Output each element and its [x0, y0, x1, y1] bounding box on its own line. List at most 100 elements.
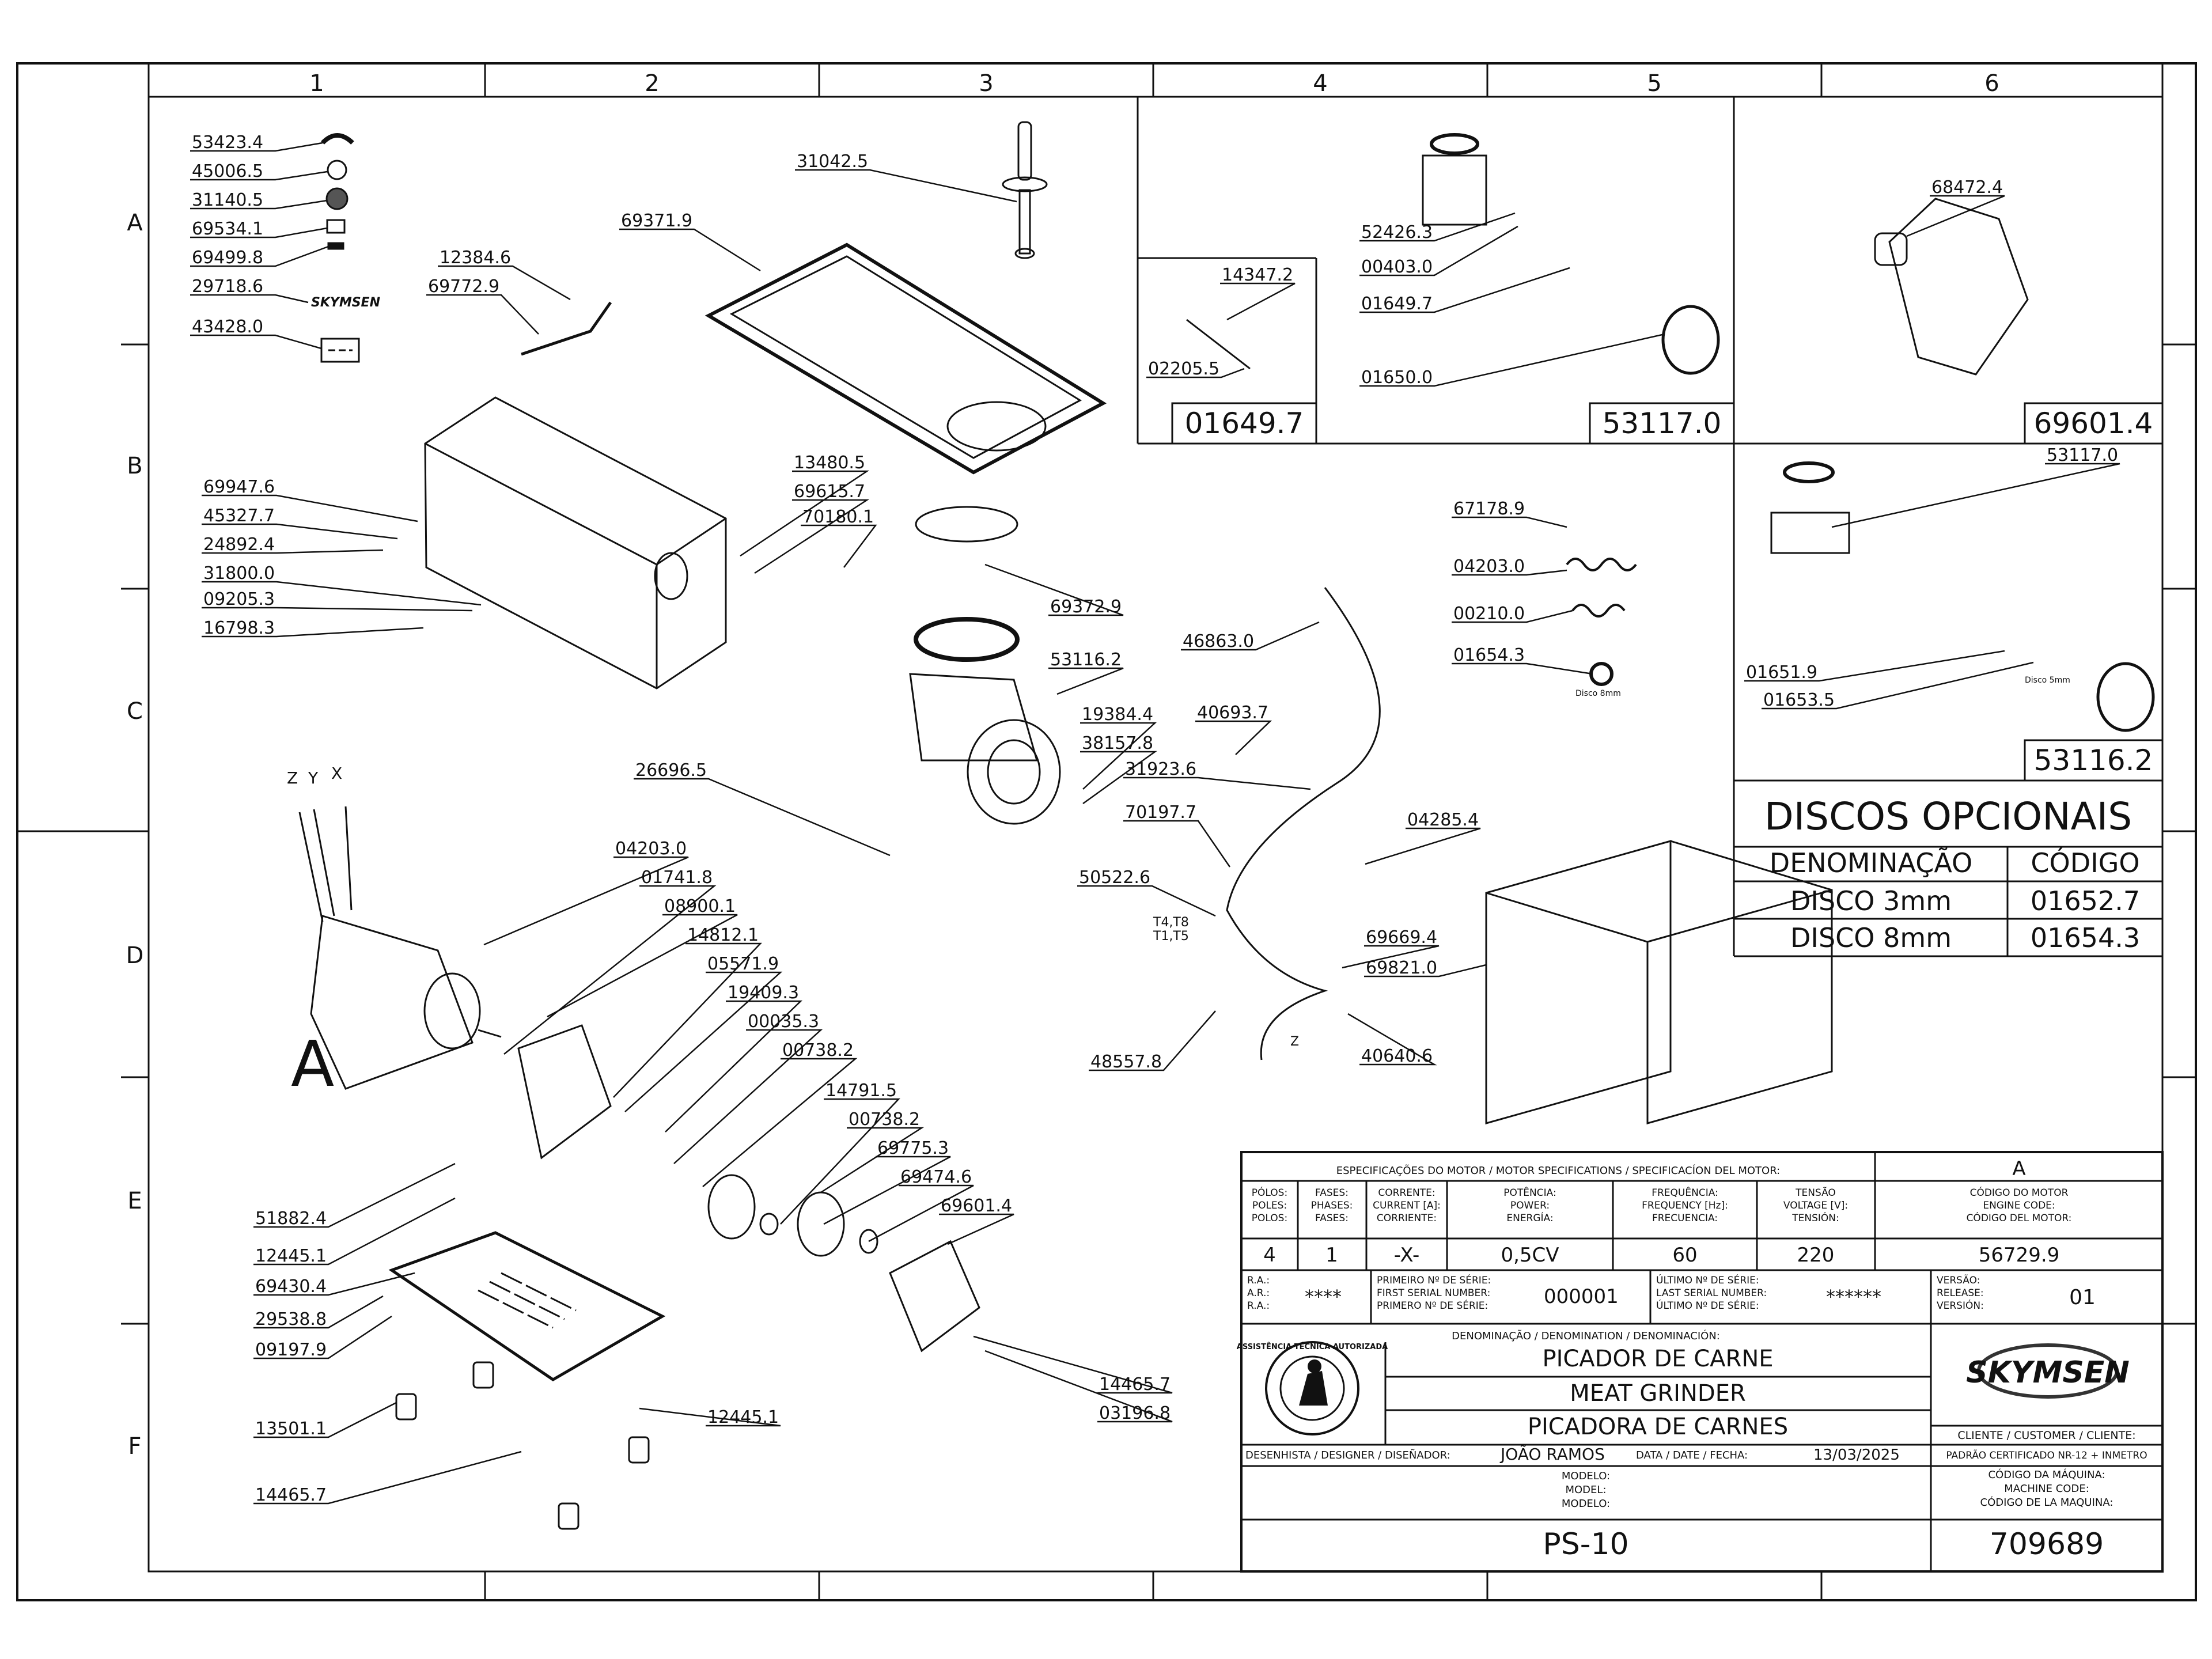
- date-value: 13/03/2025: [1813, 1446, 1900, 1464]
- spec-header: FASES:: [1315, 1213, 1349, 1224]
- part-label: 09197.9: [255, 1340, 327, 1360]
- part-label: 40640.6: [1361, 1046, 1433, 1066]
- part-label: 46863.0: [1183, 631, 1254, 652]
- wire-tag: T1,T5: [1153, 929, 1189, 944]
- model-value: PS-10: [1543, 1527, 1628, 1562]
- part-label: 67178.9: [1453, 499, 1525, 519]
- grid-row-F: F: [128, 1433, 141, 1460]
- optional-disc-code: 01654.3: [2031, 922, 2140, 953]
- kit-panels: [1137, 97, 2164, 956]
- client-value: PADRÃO CERTIFICADO NR-12 + INMETRO: [1946, 1449, 2147, 1461]
- last-serial-label: ÚLTIMO Nº DE SÉRIE:: [1656, 1274, 1759, 1286]
- part-label: 14791.5: [825, 1081, 897, 1101]
- part-label: 12445.1: [707, 1407, 779, 1427]
- part-label: 24892.4: [203, 535, 275, 555]
- part-label: 12445.1: [255, 1246, 327, 1266]
- part-label: 04203.0: [615, 839, 687, 859]
- part-label: 69601.4: [941, 1196, 1012, 1216]
- part-label: 38157.8: [1082, 733, 1153, 753]
- gear-housing: [517, 1024, 612, 1160]
- part-label: 16798.3: [203, 618, 275, 638]
- designer-name: JOÃO RAMOS: [1499, 1445, 1605, 1464]
- part-label: 43428.0: [192, 317, 263, 337]
- spec-value-poles: 4: [1263, 1244, 1276, 1267]
- grid-col-1: 1: [309, 70, 324, 97]
- part-label: 69499.8: [192, 248, 263, 268]
- authorized-service-seal-icon: ASSISTÊNCIA TÉCNICA AUTORIZADA: [1237, 1341, 1388, 1435]
- spec-header: FASES:: [1315, 1187, 1349, 1199]
- callout-leaders: [190, 142, 2120, 1505]
- grid-row-D: D: [126, 942, 144, 969]
- tray-icon: [704, 243, 1107, 475]
- disc-icon: [327, 160, 347, 180]
- part-label: 19384.4: [1082, 704, 1153, 725]
- skymsen-brand-logo: SKYMSEN: [1966, 1343, 2130, 1399]
- part-label: 13501.1: [255, 1419, 327, 1439]
- part-label: 01650.0: [1361, 368, 1433, 388]
- exploded-view-drawing: [298, 121, 2155, 1530]
- part-label: 02205.5: [1148, 359, 1219, 379]
- part-label: 09205.3: [203, 589, 275, 609]
- version-label: VERSIÓN:: [1937, 1299, 1984, 1312]
- part-label: 69534.1: [192, 219, 263, 239]
- first-serial-label: PRIMERO Nº DE SÉRIE:: [1377, 1299, 1488, 1312]
- part-label: 69821.0: [1366, 958, 1437, 978]
- grid-labels: 1 2 3 4 5 6 A B C D E F: [126, 70, 1999, 1460]
- grid-column-ticks: [121, 63, 2196, 1600]
- gear-icon: [707, 1174, 756, 1240]
- label-icon: [327, 242, 344, 250]
- first-serial-label: PRIMEIRO Nº DE SÉRIE:: [1377, 1274, 1491, 1286]
- part-label: 53116.2: [1050, 650, 1122, 670]
- part-label: 53423.4: [192, 132, 263, 153]
- part-label: 05571.9: [707, 954, 779, 974]
- gear-icon: [797, 1191, 845, 1257]
- label-icon: [326, 219, 346, 234]
- spec-header: CURRENT [A]:: [1373, 1200, 1441, 1211]
- grid-row-C: C: [127, 698, 143, 725]
- last-serial-value: ******: [1826, 1286, 1881, 1308]
- part-label: 14347.2: [1222, 265, 1293, 285]
- designer-label: DESENHISTA / DESIGNER / DISEÑADOR:: [1245, 1449, 1450, 1461]
- part-label: 01654.3: [1453, 645, 1525, 665]
- kit-label-53116: 53116.2: [2034, 744, 2153, 777]
- wire-letter-y: Y: [308, 768, 319, 787]
- client-label: CLIENTE / CUSTOMER / CLIENTE:: [1957, 1429, 2135, 1442]
- brand-text: SKYMSEN: [1966, 1355, 2130, 1390]
- spec-header: TENSÃO: [1795, 1186, 1836, 1199]
- ra-value: ****: [1305, 1286, 1342, 1308]
- denomination-label: DENOMINAÇÃO / DENOMINATION / DENOMINACIÓ…: [1452, 1330, 1720, 1342]
- part-label: 51882.4: [255, 1209, 327, 1229]
- spec-header: POLES:: [1252, 1200, 1287, 1211]
- base-plate: [388, 1231, 666, 1381]
- optional-disc-name: DISCO 3mm: [1790, 885, 1952, 916]
- wire-harness: [1226, 587, 1381, 1060]
- part-label: 14465.7: [255, 1485, 327, 1505]
- disc-caption: Disco 5mm: [2025, 676, 2070, 685]
- ra-label: R.A.:: [1247, 1275, 1270, 1286]
- optional-disc-name: DISCO 8mm: [1790, 922, 1952, 953]
- part-label: 01649.7: [1361, 294, 1433, 314]
- part-label: 04203.0: [1453, 556, 1525, 577]
- part-number-labels: 53423.4 45006.5 31140.5 69534.1 69499.8 …: [192, 132, 2118, 1505]
- spec-value-current: -X-: [1394, 1244, 1419, 1267]
- first-serial-label: FIRST SERIAL NUMBER:: [1377, 1287, 1490, 1299]
- part-label: 29538.8: [255, 1309, 327, 1330]
- grinder-body: [909, 506, 1061, 825]
- part-label: 12384.6: [440, 248, 511, 268]
- part-label: 69947.6: [203, 477, 275, 497]
- part-label: 69430.4: [255, 1277, 327, 1297]
- part-label: 01741.8: [641, 868, 713, 888]
- spec-header: CORRIENTE:: [1377, 1213, 1437, 1224]
- part-label: 45327.7: [203, 506, 275, 526]
- kit-label-53117: 53117.0: [1603, 407, 1722, 440]
- bracket-icon: [521, 301, 612, 356]
- part-label: 69371.9: [621, 211, 692, 231]
- part-label: 14812.1: [687, 925, 759, 945]
- part-label: 48557.8: [1090, 1052, 1162, 1072]
- part-label: 53117.0: [2047, 445, 2118, 465]
- motor-housing: [424, 396, 727, 690]
- part-label: 69775.3: [877, 1138, 949, 1158]
- grid-col-5: 5: [1647, 70, 1661, 97]
- product-name-pt: PICADOR DE CARNE: [1542, 1346, 1773, 1372]
